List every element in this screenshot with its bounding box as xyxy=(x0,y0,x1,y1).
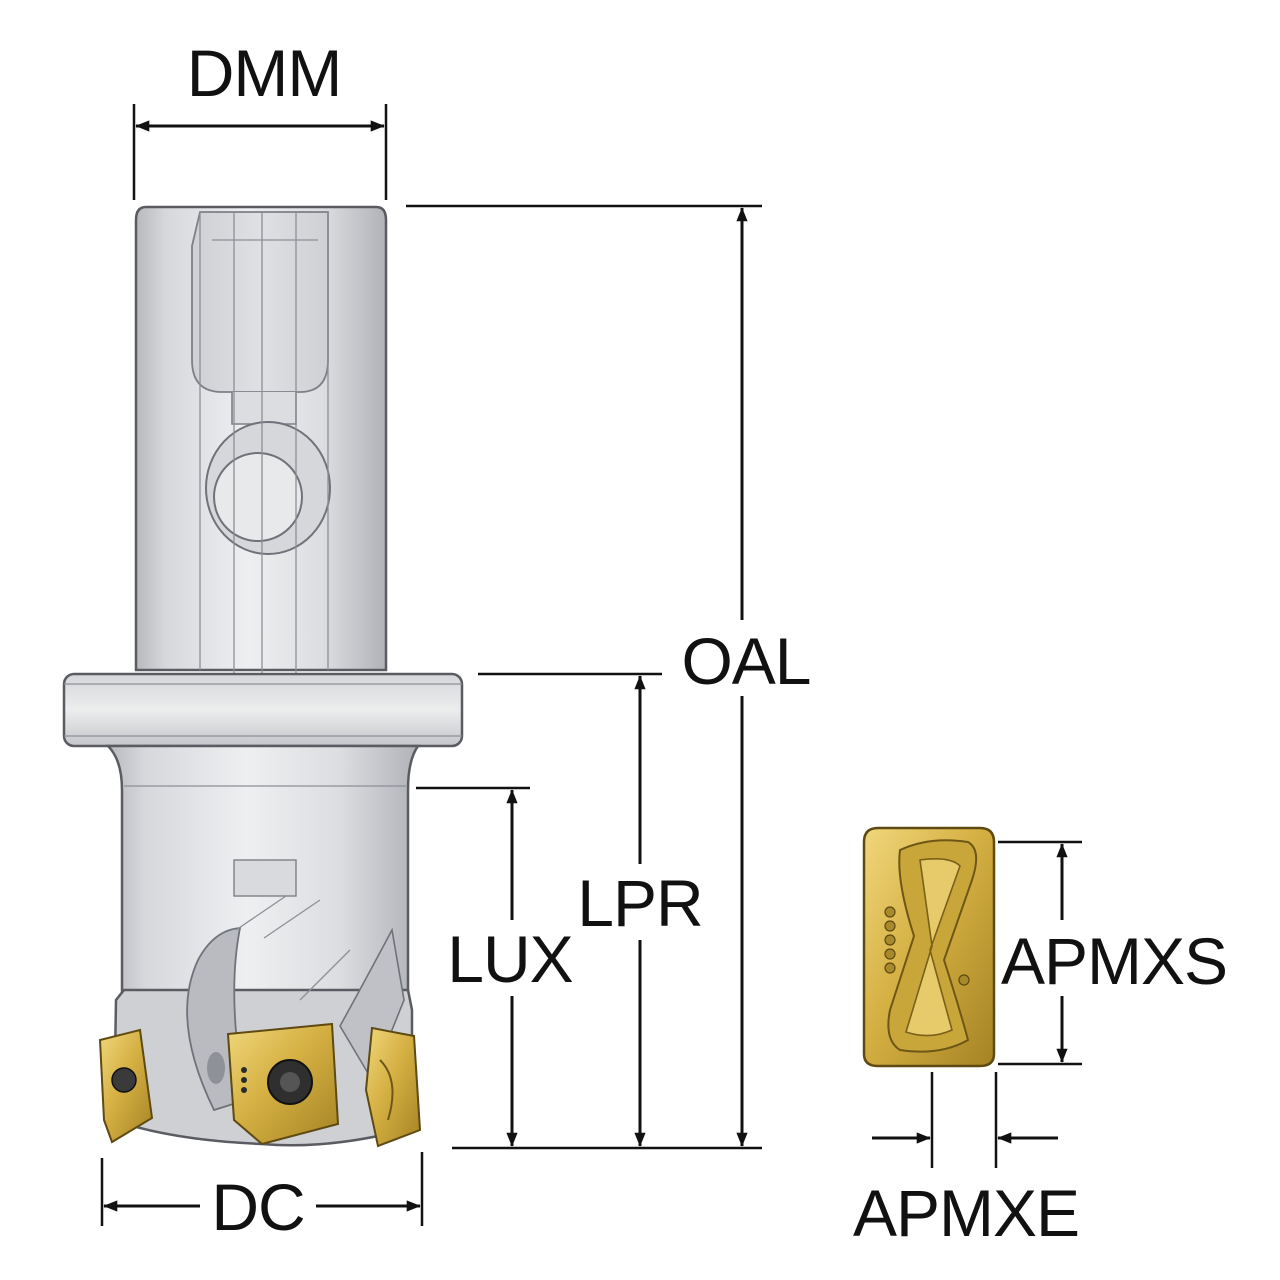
dc-label: DC xyxy=(211,1170,304,1244)
dmm-label: DMM xyxy=(187,36,342,110)
apmxs-label: APMXS xyxy=(1001,924,1227,998)
apmxe-label: APMXE xyxy=(853,1176,1079,1250)
oal-label: OAL xyxy=(681,624,810,698)
lux-label: LUX xyxy=(447,922,572,996)
clamp-bore xyxy=(213,452,303,542)
dimension-labels: DMM OAL LPR LUX DC APMXS APMXE xyxy=(187,36,1228,1250)
weldon-flat xyxy=(191,211,329,393)
dimension-lines xyxy=(100,104,1222,1242)
clamp-bore-neck xyxy=(231,392,297,425)
cutter-inserts xyxy=(98,1022,422,1148)
cutter-body xyxy=(62,205,464,1147)
lpr-label: LPR xyxy=(577,866,702,940)
flange-collar xyxy=(62,672,464,748)
standalone-insert xyxy=(862,826,996,1068)
